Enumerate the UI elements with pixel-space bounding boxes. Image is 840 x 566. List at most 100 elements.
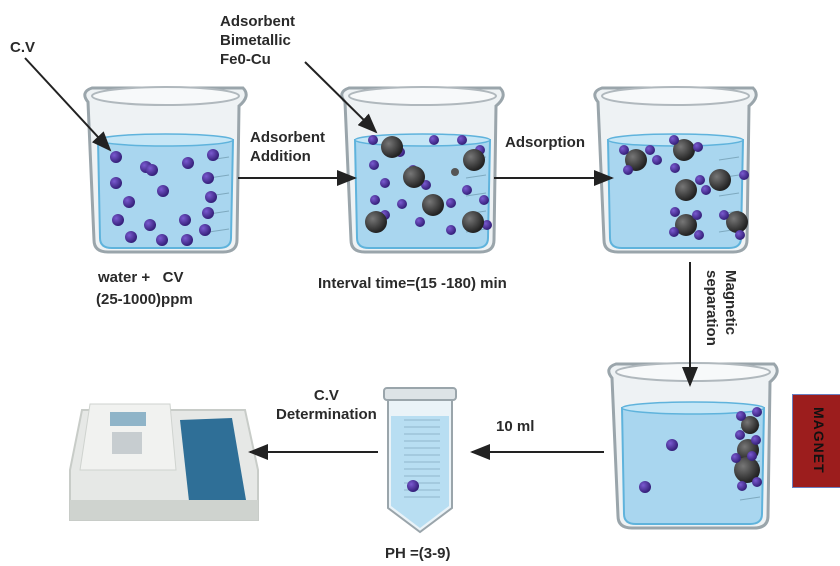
graduation-mark [739,496,761,501]
label-line: Adsorbent [250,129,325,146]
adsorption-label: Adsorption [505,134,585,151]
dye-particle [752,407,762,417]
graduation-mark [718,156,740,161]
dye-particle [482,220,492,230]
volume-label: 10 ml [496,418,535,435]
dye-particle [623,165,633,175]
label-line: Magnetic [722,270,739,336]
cv-label: C.V [10,39,36,56]
adsorbent-particle [381,136,403,158]
spectrophotometer-base [70,500,258,520]
dye-particle [670,163,680,173]
adsorbent-particle [675,179,697,201]
dye-particle [670,207,680,217]
adsorbent-particle [709,169,731,191]
dye-particle [182,157,194,169]
dye-particle [380,178,390,188]
dye-particle [736,411,746,421]
dye-particle [125,231,137,243]
label-line: separation [703,270,720,346]
ppm-range-label: (25-1000)ppm [96,291,193,308]
dye-particle [693,142,703,152]
dye-particle [179,214,191,226]
adsorbent-particle [673,139,695,161]
dye-particle [695,175,705,185]
determination-label: C.V Determination [276,386,377,424]
graduation-mark [465,174,487,179]
label-line: Addition [250,148,311,165]
adsorbent-particle [422,194,444,216]
dye-particle [369,160,379,170]
dye-particle [156,234,168,246]
dye-particle [669,135,679,145]
dye-particle [731,453,741,463]
dye-particle [692,210,702,220]
dye-particle [694,230,704,240]
dye-particle [446,198,456,208]
label-line: C.V [313,387,339,404]
adsorbent-particle [403,166,425,188]
dye-particle [202,172,214,184]
dye-particle [110,177,122,189]
magnet-label: MAGNET [811,407,827,474]
dye-particle [181,234,193,246]
adsorbent-title-line: Fe0-Cu [220,51,271,68]
dye-particle [446,225,456,235]
beaker-dye-solution [83,86,248,254]
water-surface [97,133,234,147]
beaker-rim [91,86,240,106]
dye-particle [370,195,380,205]
dye-particle [752,477,762,487]
dye-particle [123,196,135,208]
adsorbent-title-line: Adsorbent [220,13,295,30]
spectrophotometer-lid [180,418,246,510]
adsorbent-particle [741,416,759,434]
dye-particle [735,230,745,240]
dye-particle [479,195,489,205]
adsorbent-particle [675,214,697,236]
graduation-mark [465,192,487,197]
dye-particle [415,217,425,227]
dye-particle [747,451,757,461]
dye-particle [110,151,122,163]
dye-particle [737,481,747,491]
spectrophotometer-screen [110,412,146,426]
dye-particle [739,170,749,180]
dye-particle [645,145,655,155]
dye-particle [205,191,217,203]
dye-particle [207,149,219,161]
tube-liquid [391,416,449,528]
adsorbent-pointer-arrow [304,61,378,134]
spectrophotometer-keypad [112,432,142,454]
dye-particle [202,207,214,219]
dye-particle [144,219,156,231]
label-line: Determination [276,406,377,423]
dye-particle [457,135,467,145]
adsorbent-particle [365,211,387,233]
dye-particle [719,210,729,220]
graduation-mark [718,192,740,197]
adsorbent-particle [462,211,484,233]
dye-particle [751,435,761,445]
dye-particle [199,224,211,236]
adsorbent-title: Adsorbent Bimetallic Fe0-Cu [220,12,295,69]
water-cv-label: water + CV [98,269,184,286]
adsorbent-particle [726,211,748,233]
adsorbent-addition-label: Adsorbent Addition [250,128,325,166]
dye-particle [652,155,662,165]
tube-cap [383,387,457,401]
dye-particle [701,185,711,195]
adsorbent-particle [463,149,485,171]
adsorbent-particle [451,168,459,176]
beaker-water [353,139,492,249]
ph-label: PH =(3-9) [385,545,451,562]
dye-particle [397,199,407,209]
dye-particle [157,185,169,197]
beaker-rim [615,362,771,382]
interval-time-label: Interval time=(15 -180) min [318,275,507,292]
magnetic-separation-label: Magnetic separation [702,270,740,346]
dye-particle [666,439,678,451]
adsorbent-particle [734,457,760,483]
